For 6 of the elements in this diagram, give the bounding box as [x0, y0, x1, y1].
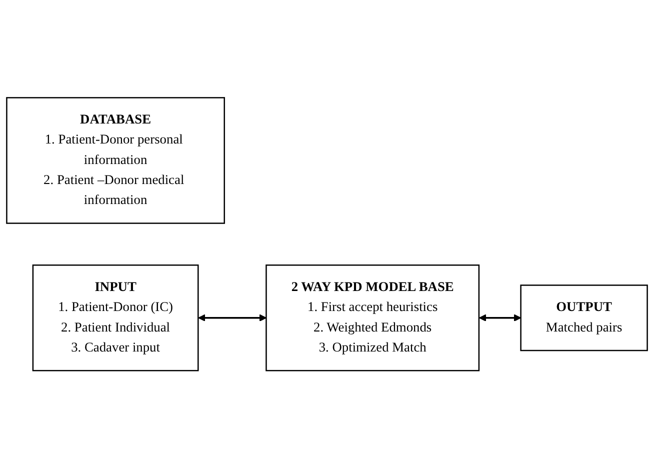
node-box: OUTPUT Matched pairs — [520, 284, 648, 352]
arrow — [478, 314, 522, 322]
arrow — [198, 314, 267, 322]
node-box: DATABASE 1. Patient-Donor personal information 2. Patient –Donor medical information — [6, 97, 225, 224]
node-box: INPUT 1. Patient-Donor (IC) 2. Patient Individual 3. Cadaver input — [32, 264, 199, 372]
node-box: 2 WAY KPD MODEL BASE 1. First accept heuristics 2. Weighted Edmonds 3. Optimized Match — [266, 264, 480, 372]
